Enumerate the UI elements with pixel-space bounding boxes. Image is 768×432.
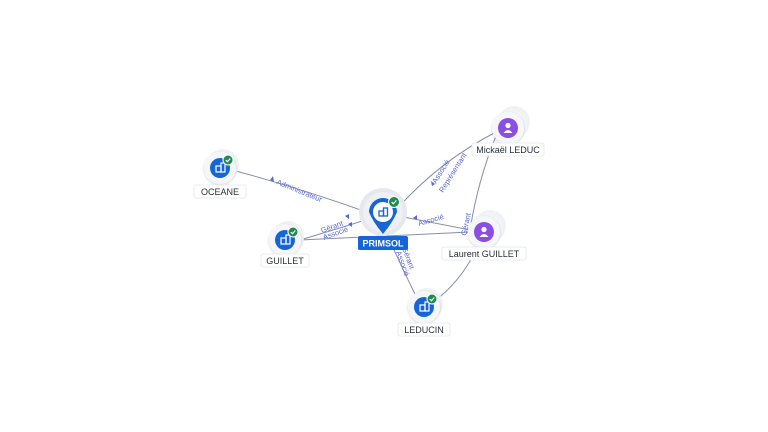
person-icon [503,122,513,133]
building-icon [378,207,389,217]
arrow-mickael [431,181,435,186]
node-oceane[interactable]: OCEANE [193,149,247,199]
node-leducin[interactable]: LEDUCIN [397,288,451,337]
edge-label-administrateur: Administrateur [275,178,324,205]
node-label-oceane: OCEANE [201,187,239,197]
check-badge-icon [388,196,400,208]
node-center-primsol[interactable]: PRIMSOL [358,188,408,250]
arrow-guillet-2 [348,222,352,227]
node-mickael[interactable]: Mickaël LEDUC [471,106,545,157]
node-label-mickael: Mickaël LEDUC [476,145,540,155]
arrow-oceane [270,176,274,182]
node-label-guillet: GUILLET [266,256,304,266]
arrow-laurent [413,215,417,220]
check-badge-icon [222,154,234,166]
node-guillet[interactable]: GUILLET [260,221,310,268]
node-laurent[interactable]: Laurent GUILLET [441,210,527,261]
edge-label-associe-laurent: Associé [417,212,445,228]
node-label-leducin: LEDUCIN [404,325,444,335]
node-label-center: PRIMSOL [362,239,404,249]
arrow-guillet [345,214,349,219]
node-label-laurent: Laurent GUILLET [449,249,520,259]
edge-oceane-center[interactable] [231,169,373,215]
building-icon [280,234,291,245]
check-badge-icon [287,226,299,238]
building-icon [215,162,226,173]
person-icon [479,226,489,237]
check-badge-icon [426,293,438,305]
building-icon [419,301,430,312]
edge-mickael-center[interactable] [395,129,501,211]
